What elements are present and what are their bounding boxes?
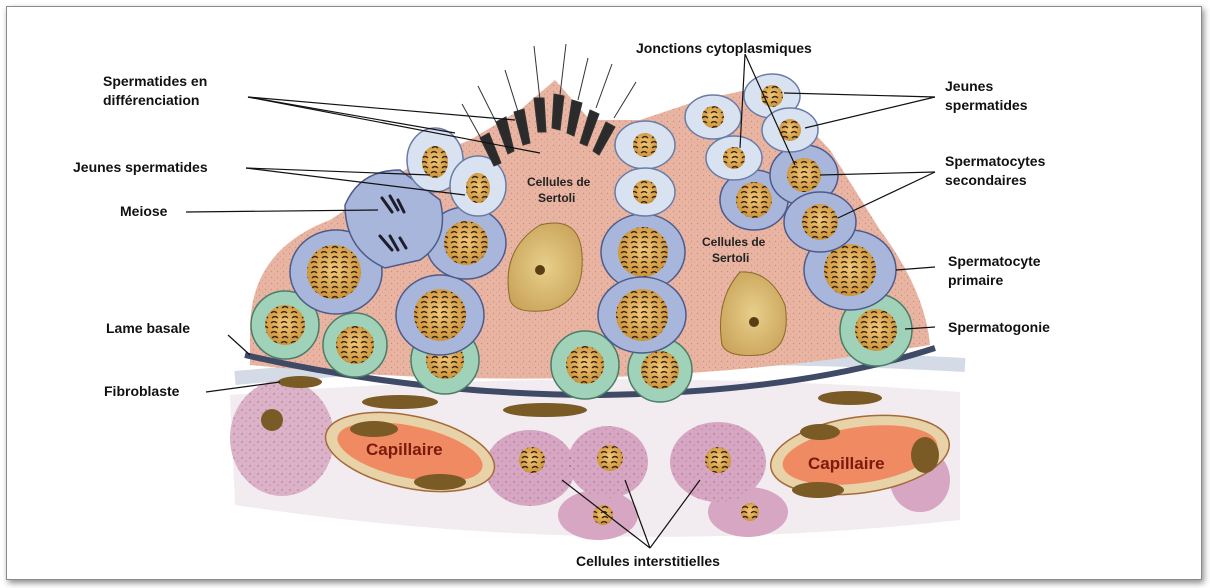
label-spermatocytes-sec-1: Spermatocytes	[945, 153, 1046, 169]
label-lame-basale: Lame basale	[106, 320, 190, 336]
label-spermatocyte-prim-2: primaire	[948, 272, 1003, 288]
label-spermatides-diff-1: Spermatides en	[103, 73, 207, 89]
label-jeunes-spermatides-right-2: spermatides	[945, 97, 1028, 113]
label-meiose: Meiose	[120, 203, 168, 219]
label-jeunes-spermatides-left: Jeunes spermatides	[73, 159, 208, 175]
label-capillaire-right: Capillaire	[808, 454, 885, 473]
label-capillaire-left: Capillaire	[366, 440, 443, 459]
label-cellules-interstitielles: Cellules interstitielles	[576, 553, 720, 569]
label-spermatides-diff-2: différenciation	[103, 92, 199, 108]
label-jonctions: Jonctions cytoplasmiques	[636, 40, 812, 56]
label-spermatocytes-sec-2: secondaires	[945, 172, 1027, 188]
label-spermatocyte-prim-1: Spermatocyte	[948, 253, 1041, 269]
label-fibroblaste: Fibroblaste	[104, 383, 180, 399]
label-sertoli-b-1: Cellules de	[702, 235, 766, 249]
label-sertoli-b-2: Sertoli	[712, 251, 749, 265]
label-sertoli-a-1: Cellules de	[527, 175, 591, 189]
label-spermatogonie: Spermatogonie	[948, 319, 1050, 335]
label-jeunes-spermatides-right-1: Jeunes	[945, 78, 993, 94]
label-sertoli-a-2: Sertoli	[538, 191, 575, 205]
